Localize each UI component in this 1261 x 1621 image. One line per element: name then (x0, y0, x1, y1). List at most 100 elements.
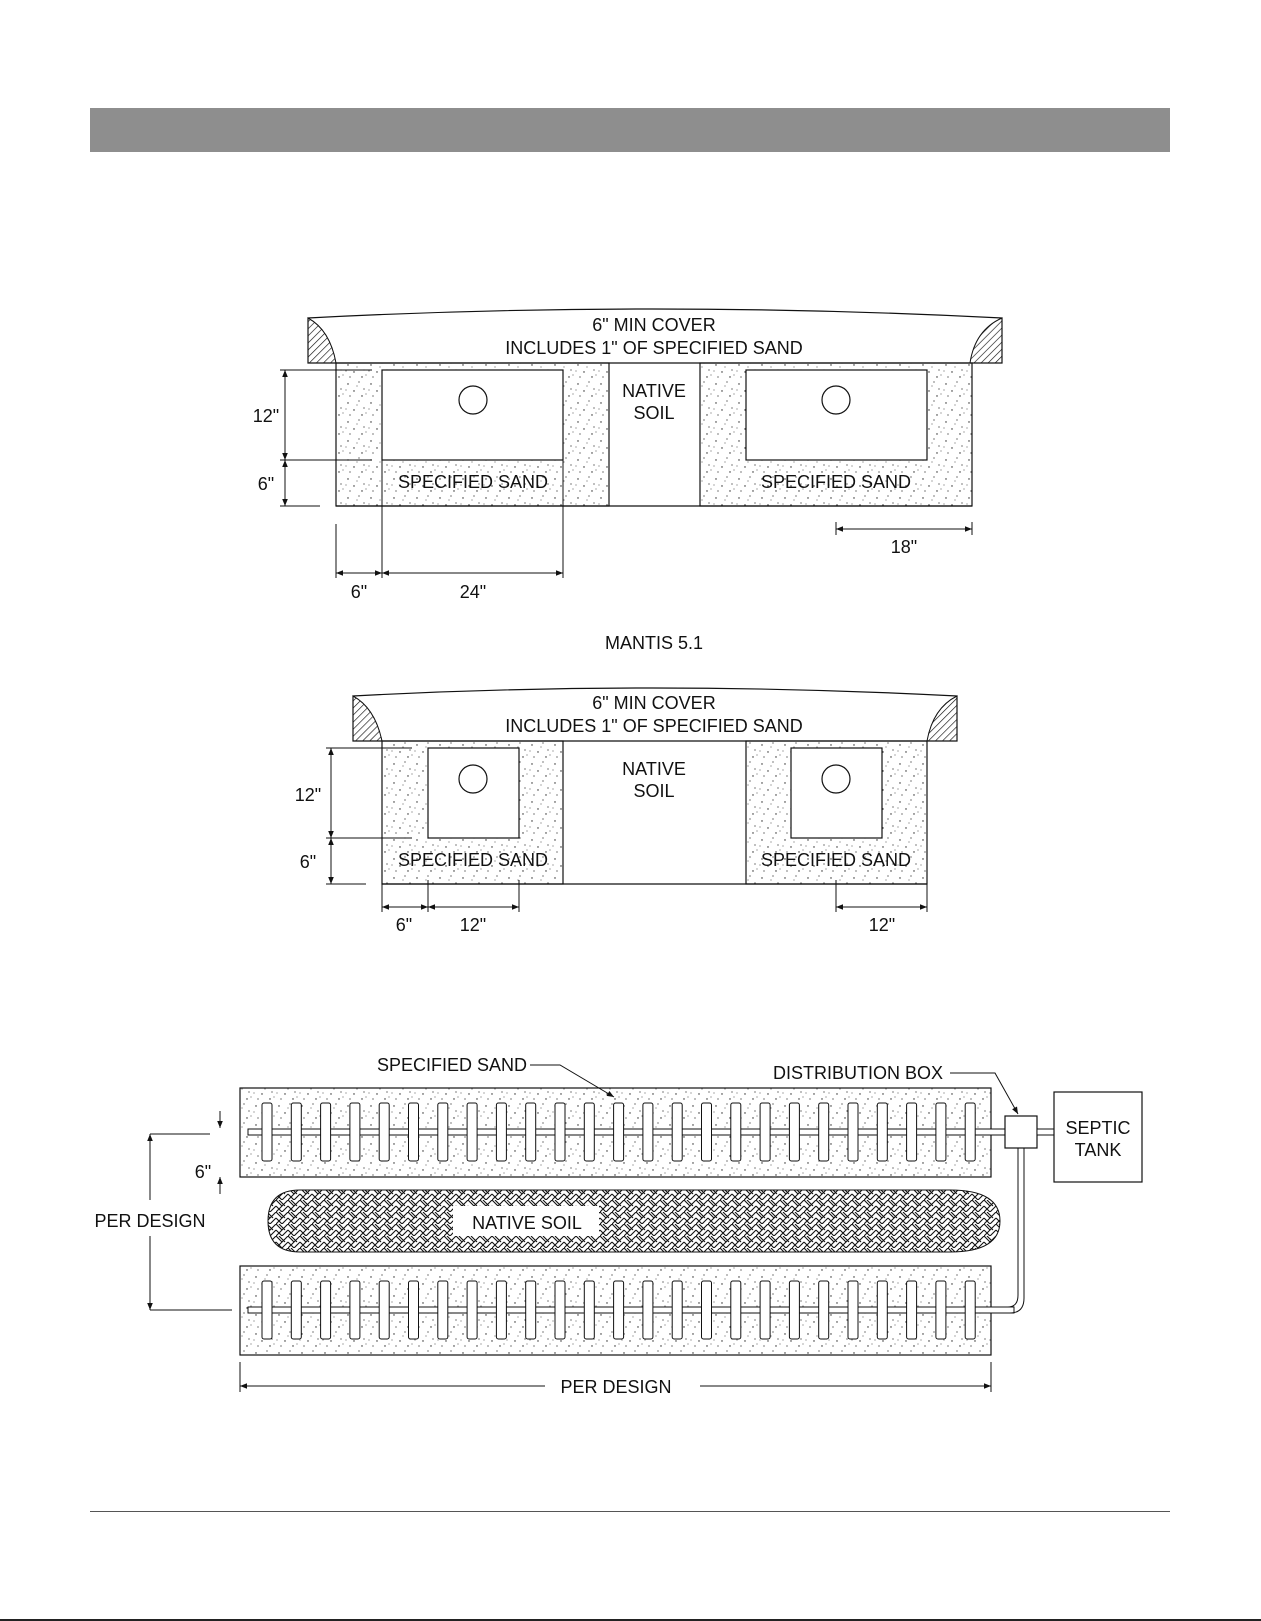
chamber-slot (467, 1103, 477, 1161)
right-pipe-2 (822, 765, 850, 793)
chamber-slot (467, 1281, 477, 1339)
chamber-slot (526, 1281, 536, 1339)
chamber-slot (760, 1281, 770, 1339)
sand-label-right-2: SPECIFIED SAND (761, 850, 911, 870)
chamber-slot (409, 1281, 419, 1339)
chamber-slot (819, 1103, 829, 1161)
section-wide-trench: 6" MIN COVER INCLUDES 1" OF SPECIFIED SA… (253, 309, 1002, 602)
dim-6-vertical-label-2: 6" (300, 852, 316, 872)
left-end-hatch (308, 318, 336, 363)
chamber-slot (350, 1103, 360, 1161)
chamber-slot (555, 1103, 565, 1161)
chamber-slot (496, 1281, 506, 1339)
section-narrow-trench: 6" MIN COVER INCLUDES 1" OF SPECIFIED SA… (295, 688, 957, 935)
right-end-hatch (970, 318, 1002, 363)
chamber-slot (848, 1103, 858, 1161)
dim-12-vertical-label-2: 12" (295, 785, 321, 805)
chamber-slot (321, 1103, 331, 1161)
chamber-slot (672, 1281, 682, 1339)
chamber-slot (350, 1281, 360, 1339)
chamber-slot (643, 1281, 653, 1339)
dim-12-right-label: 12" (869, 915, 895, 935)
left-pipe (459, 386, 487, 414)
right-chamber (746, 370, 927, 460)
chamber-slot (936, 1103, 946, 1161)
chamber-slot (555, 1281, 565, 1339)
dim-24-label: 24" (460, 582, 486, 602)
chamber-slot (614, 1103, 624, 1161)
chamber-slot (789, 1281, 799, 1339)
septic-tank-label-line1: SEPTIC (1065, 1118, 1130, 1138)
chamber-slot (409, 1103, 419, 1161)
chamber-slot (672, 1103, 682, 1161)
chamber-slot (496, 1103, 506, 1161)
cover-label-line2-2: INCLUDES 1" OF SPECIFIED SAND (505, 716, 802, 736)
chamber-slot (379, 1281, 389, 1339)
chamber-slot (702, 1281, 712, 1339)
native-soil-label-line2-2: SOIL (633, 781, 674, 801)
right-pipe (822, 386, 850, 414)
chamber-slot (291, 1103, 301, 1161)
chamber-slot (584, 1103, 594, 1161)
cover-label-line2: INCLUDES 1" OF SPECIFIED SAND (505, 338, 802, 358)
chamber-slot (848, 1281, 858, 1339)
chamber-slot (819, 1281, 829, 1339)
sand-label-right: SPECIFIED SAND (761, 472, 911, 492)
cover-label-line1-2: 6" MIN COVER (592, 693, 715, 713)
chamber-slot (877, 1103, 887, 1161)
upper-distribution-pipe (248, 1129, 1008, 1135)
native-soil-label-line1-2: NATIVE (622, 759, 686, 779)
distribution-box (1005, 1116, 1037, 1148)
chamber-slot (907, 1281, 917, 1339)
chamber-slot (731, 1103, 741, 1161)
chamber-slot (965, 1103, 975, 1161)
chamber-slot (789, 1103, 799, 1161)
native-soil-area (268, 1190, 1000, 1252)
left-chamber (382, 370, 563, 460)
chamber-slot (438, 1281, 448, 1339)
distribution-box-label: DISTRIBUTION BOX (773, 1063, 943, 1083)
per-design-horizontal-label: PER DESIGN (560, 1377, 671, 1397)
dim-6-horizontal-label-2: 6" (396, 915, 412, 935)
chamber-slot (262, 1103, 272, 1161)
connecting-pipe-right (1010, 1148, 1024, 1313)
chamber-slot (379, 1103, 389, 1161)
lower-distribution-pipe (248, 1307, 1014, 1313)
chamber-slot (965, 1281, 975, 1339)
chamber-slot (584, 1281, 594, 1339)
chamber-slot (262, 1281, 272, 1339)
dim-12-left-label: 12" (460, 915, 486, 935)
septic-tank-label-line2: TANK (1075, 1140, 1122, 1160)
chamber-slot (291, 1281, 301, 1339)
figure-caption: MANTIS 5.1 (605, 633, 703, 653)
chamber-slot (321, 1281, 331, 1339)
plan-dim-6-label: 6" (195, 1162, 211, 1182)
dim-6-horizontal-label: 6" (351, 582, 367, 602)
chamber-slot (877, 1281, 887, 1339)
right-end-hatch-2 (927, 696, 957, 741)
sand-label-left: SPECIFIED SAND (398, 472, 548, 492)
per-design-vertical-label: PER DESIGN (94, 1211, 205, 1231)
chamber-slot (643, 1103, 653, 1161)
chamber-slot (438, 1103, 448, 1161)
native-soil-label-line2: SOIL (633, 403, 674, 423)
chamber-slot (936, 1281, 946, 1339)
specified-sand-label: SPECIFIED SAND (377, 1055, 527, 1075)
chamber-slot (526, 1103, 536, 1161)
chamber-slot (731, 1281, 741, 1339)
native-soil-label: NATIVE SOIL (472, 1213, 582, 1233)
dim-6-vertical-label: 6" (258, 474, 274, 494)
dim-18-label: 18" (891, 537, 917, 557)
connecting-pipe-left (1008, 1148, 1018, 1307)
chamber-slot (614, 1281, 624, 1339)
dim-12-label: 12" (253, 406, 279, 426)
chamber-slot (907, 1103, 917, 1161)
native-soil-label-line1: NATIVE (622, 381, 686, 401)
chamber-slot (702, 1103, 712, 1161)
footer-rule (90, 1511, 1170, 1512)
left-end-hatch-2 (353, 696, 382, 741)
chamber-slot (760, 1103, 770, 1161)
plan-view: NATIVE SOIL SEPTIC TANK SPECIFIED SAND D… (94, 1055, 1142, 1397)
left-pipe-2 (459, 765, 487, 793)
